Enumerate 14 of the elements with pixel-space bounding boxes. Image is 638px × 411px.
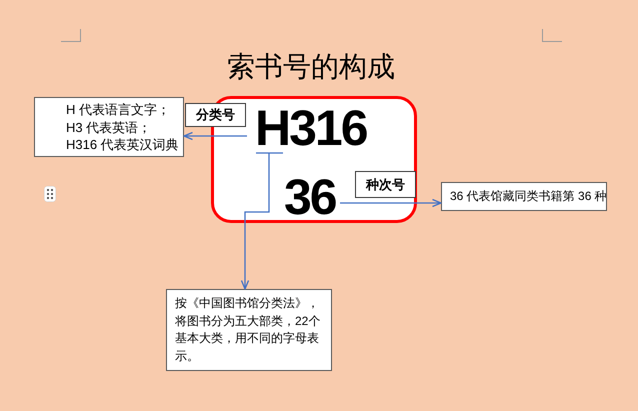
large-number: H316 [247, 106, 369, 153]
arrow [340, 198, 442, 208]
note-box: 按《中国图书馆分类法》，将图书分为五大部类，22个基本大类，用不同的字母表示。 [166, 289, 332, 371]
label-box: 分类号 [185, 103, 246, 127]
arrow [183, 132, 247, 140]
note-box: 36 代表馆藏同类书籍第 36 种 [441, 182, 607, 211]
label-box: 种次号 [355, 171, 416, 198]
note-text: H316 代表英汉词典 [66, 136, 180, 154]
note-box [34, 97, 184, 157]
large-number: 36 [284, 175, 340, 220]
note-text: H 代表语言文字； [66, 101, 171, 118]
title: 索书号的构成 [227, 51, 395, 83]
arrow [240, 152, 284, 290]
note-text: H3 代表英语； [66, 118, 152, 136]
